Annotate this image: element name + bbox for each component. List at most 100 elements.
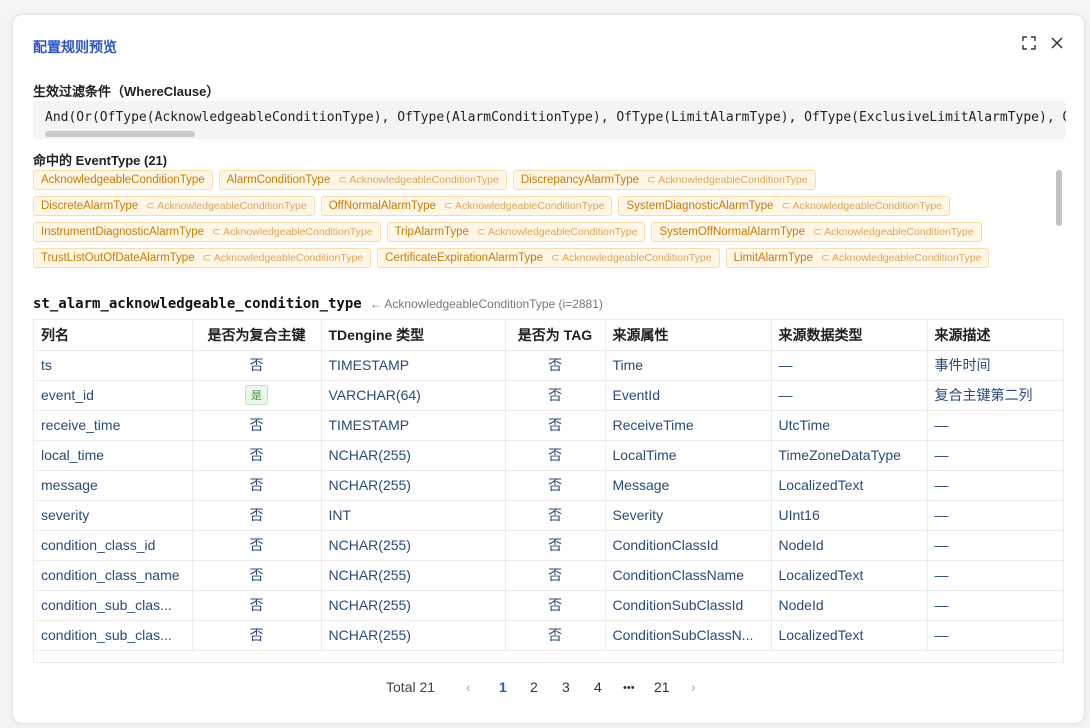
event-type-tag-parent: ⊂ AcknowledgeableConditionType [476, 226, 638, 238]
page-21[interactable]: 21 [654, 679, 670, 695]
event-type-tag-name: LimitAlarmType [733, 252, 813, 264]
header-composite-pk: 是否为复合主键 [192, 320, 322, 351]
header-is-tag: 是否为 TAG [505, 320, 606, 351]
pagination: Total 21 ‹ 1 2 3 4 ••• 21 › [13, 679, 1084, 699]
event-type-tag: CertificateExpirationAlarmType ⊂ Acknowle… [377, 248, 720, 268]
cell-source-attr: Message [605, 470, 772, 501]
event-type-tag-name: DiscrepancyAlarmType [520, 174, 640, 186]
fullscreen-icon[interactable] [1021, 35, 1037, 51]
cell-source-attr: ConditionSubClassId [605, 590, 772, 621]
cell-tdengine-type: TIMESTAMP [321, 350, 506, 381]
cell-column-name: receive_time [34, 410, 193, 441]
event-type-tag-parent: ⊂ AcknowledgeableConditionType [551, 252, 712, 264]
event-type-tag-row: DiscreteAlarmType⊂ AcknowledgeableCondit… [33, 196, 1053, 216]
event-type-tag-parent: ⊂ AcknowledgeableConditionType [211, 226, 373, 238]
cell-source-desc: — [927, 590, 1063, 621]
cell-source-desc: — [927, 500, 1063, 531]
cell-column-name: condition_class_id [34, 530, 193, 561]
chevron-left-icon[interactable]: ‹ [466, 679, 471, 695]
cell-is-tag: 否 [505, 530, 606, 561]
event-type-tag: LimitAlarmType⊂ AcknowledgeableCondition… [725, 248, 990, 268]
cell-is-tag: 否 [505, 620, 606, 651]
event-type-tag-parent: ⊂ AcknowledgeableConditionType [647, 174, 808, 186]
cell-column-name: event_id [34, 380, 193, 411]
event-type-tag-parent: ⊂ AcknowledgeableConditionType [812, 226, 974, 238]
event-type-tag-parent: ⊂ AcknowledgeableConditionType [146, 200, 307, 212]
chevron-right-icon[interactable]: › [691, 679, 696, 695]
cell-tdengine-type: NCHAR(255) [321, 590, 506, 621]
super-table-name: st_alarm_acknowledgeable_condition_type [33, 296, 362, 312]
page-4[interactable]: 4 [594, 679, 602, 695]
super-table-source: ← AcknowledgeableConditionType (i=2881) [369, 297, 603, 311]
vertical-scrollbar[interactable] [1056, 170, 1062, 226]
cell-composite-pk: 否 [192, 530, 322, 561]
header-source-attr: 来源属性 [605, 320, 772, 351]
event-type-tag-parent: ⊂ AcknowledgeableConditionType [202, 252, 364, 264]
cell-is-tag: 否 [505, 440, 606, 471]
composite-pk-badge: 是 [245, 385, 268, 405]
event-type-tag-row: InstrumentDiagnosticAlarmType ⊂ Acknowled… [33, 222, 1053, 242]
cell-composite-pk: 否 [192, 620, 322, 651]
cell-composite-pk: 否 [192, 470, 322, 501]
page-ellipsis[interactable]: ••• [623, 682, 635, 694]
cell-is-tag: 否 [505, 590, 606, 621]
page-2[interactable]: 2 [530, 679, 538, 695]
event-type-tag-name: InstrumentDiagnosticAlarmType [41, 226, 204, 238]
event-type-tag: TripAlarmType ⊂ AcknowledgeableConditionT… [386, 222, 646, 242]
cell-source-attr: Time [605, 350, 772, 381]
table-heading: st_alarm_acknowledgeable_condition_type … [33, 296, 603, 312]
cell-composite-pk: 否 [192, 410, 322, 441]
cell-source-desc: — [927, 530, 1063, 561]
event-type-tag: AcknowledgeableConditionType [33, 170, 213, 190]
event-type-label: 命中的 EventType (21) [33, 153, 168, 168]
cell-source-desc: 复合主键第二列 [927, 380, 1063, 411]
cell-column-name: ts [34, 350, 193, 381]
event-type-tag: OffNormalAlarmType⊂ AcknowledgeableCondi… [320, 196, 613, 216]
cell-source-desc: — [927, 470, 1063, 501]
cell-source-desc: — [927, 620, 1063, 651]
cell-composite-pk: 否 [192, 500, 322, 531]
event-type-tag: DiscrepancyAlarmType ⊂ AcknowledgeableCon… [512, 170, 816, 190]
cell-is-tag: 否 [505, 350, 606, 381]
where-clause-box[interactable]: And(Or(OfType(AcknowledgeableConditionTy… [33, 101, 1066, 139]
cell-source-desc: — [927, 560, 1063, 591]
cell-is-tag: 否 [505, 380, 606, 411]
where-clause-value: And(Or(OfType(AcknowledgeableConditionTy… [45, 110, 1066, 125]
cell-tdengine-type: NCHAR(255) [321, 440, 506, 471]
event-type-tag: TrustListOutOfDateAlarmType ⊂ Acknowledge… [33, 248, 372, 268]
dialog-title: 配置规则预览 [33, 39, 117, 55]
cell-tdengine-type: NCHAR(255) [321, 560, 506, 591]
cell-column-name: local_time [34, 440, 193, 471]
event-type-tag-name: TripAlarmType [394, 226, 469, 238]
cell-source-attr: EventId [605, 380, 772, 411]
cell-source-datatype: NodeId [771, 590, 928, 621]
cell-source-attr: ConditionClassName [605, 560, 772, 591]
horizontal-scrollbar[interactable] [45, 131, 195, 137]
page-1[interactable]: 1 [499, 679, 507, 695]
cell-source-desc: 事件时间 [927, 350, 1063, 381]
event-type-tag-name: CertificateExpirationAlarmType [385, 252, 544, 264]
cell-tdengine-type: NCHAR(255) [321, 530, 506, 561]
header-column-name: 列名 [34, 320, 193, 351]
cell-source-desc: — [927, 410, 1063, 441]
event-type-tag-name: OffNormalAlarmType [328, 200, 436, 212]
cell-source-attr: ConditionClassId [605, 530, 772, 561]
pagination-total: Total 21 [386, 679, 436, 695]
close-icon[interactable] [1049, 35, 1065, 51]
event-type-tag-row: TrustListOutOfDateAlarmType ⊂ Acknowledge… [33, 248, 1053, 268]
cell-source-datatype: — [771, 350, 928, 381]
page-3[interactable]: 3 [562, 679, 570, 695]
cell-is-tag: 否 [505, 410, 606, 441]
event-type-tag-name: TrustListOutOfDateAlarmType [41, 252, 195, 264]
event-type-tag-name: AcknowledgeableConditionType [41, 174, 205, 186]
cell-composite-pk: 否 [192, 560, 322, 591]
cell-tdengine-type: INT [321, 500, 506, 531]
cell-column-name: severity [34, 500, 193, 531]
cell-source-datatype: TimeZoneDataType [771, 440, 928, 471]
